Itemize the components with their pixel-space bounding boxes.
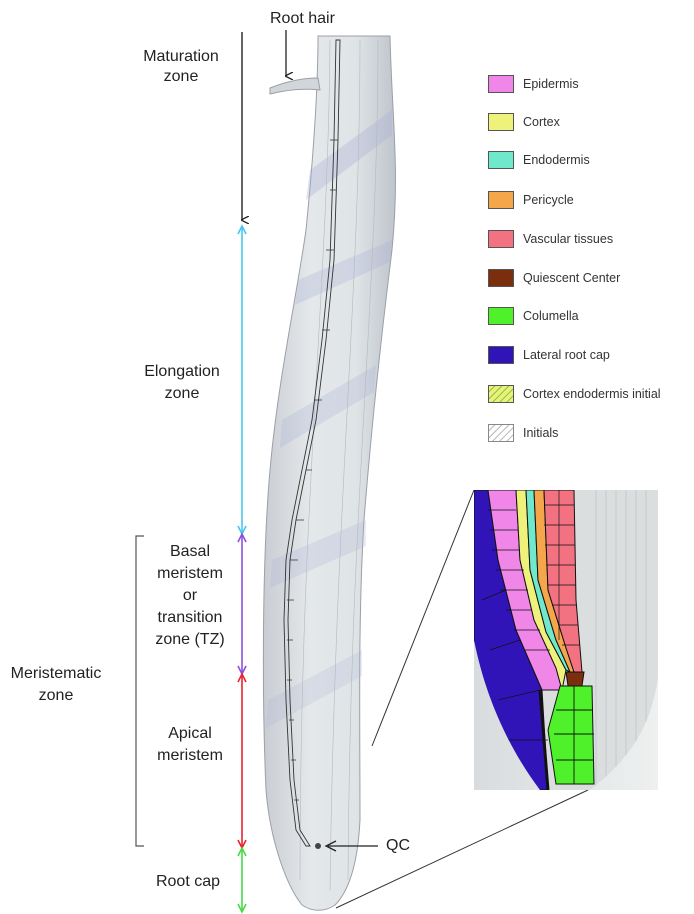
root-cap-label: Root cap (140, 872, 236, 891)
legend-swatch (488, 307, 514, 325)
legend-item-quiescent-center: Quiescent Center (488, 267, 620, 289)
legend-swatch (488, 151, 514, 169)
legend-item-pericycle: Pericycle (488, 189, 574, 211)
qc-label: QC (386, 836, 410, 855)
legend-label: Cortex (523, 115, 560, 129)
root-body (263, 36, 395, 910)
legend-label: Vascular tissues (523, 232, 613, 246)
elongation-bar (238, 226, 246, 534)
legend-label: Epidermis (523, 77, 579, 91)
legend-label: Columella (523, 309, 579, 323)
legend-label: Cortex endodermis initial (523, 387, 661, 401)
legend-label: Pericycle (523, 193, 574, 207)
legend-swatch (488, 113, 514, 131)
legend-swatch (488, 385, 514, 403)
zoom-line-bottom (336, 790, 588, 908)
legend-swatch (488, 230, 514, 248)
legend-swatch (488, 75, 514, 93)
legend-item-vascular: Vascular tissues (488, 228, 613, 250)
root-hair-label: Root hair (270, 9, 335, 28)
legend-item-cortex: Cortex (488, 111, 560, 133)
legend-item-columella: Columella (488, 305, 579, 327)
legend-label: Initials (523, 426, 558, 440)
zone-bars (238, 32, 246, 912)
legend-swatch (488, 269, 514, 287)
legend-swatch (488, 191, 514, 209)
legend-label: Quiescent Center (523, 271, 620, 285)
zoom-line-top (372, 490, 474, 746)
legend-item-epidermis: Epidermis (488, 73, 579, 95)
legend-item-endodermis: Endodermis (488, 149, 590, 171)
legend-item-cortex-endodermis-initial: Cortex endodermis initial (488, 383, 661, 405)
legend-label: Endodermis (523, 153, 590, 167)
legend-item-initials: Initials (488, 422, 558, 444)
inset-root-tip (474, 490, 658, 790)
legend-swatch (488, 346, 514, 364)
legend-item-lateral-root-cap: Lateral root cap (488, 344, 610, 366)
root-cap-bar (238, 848, 246, 912)
legend-swatch (488, 424, 514, 442)
legend-label: Lateral root cap (523, 348, 610, 362)
